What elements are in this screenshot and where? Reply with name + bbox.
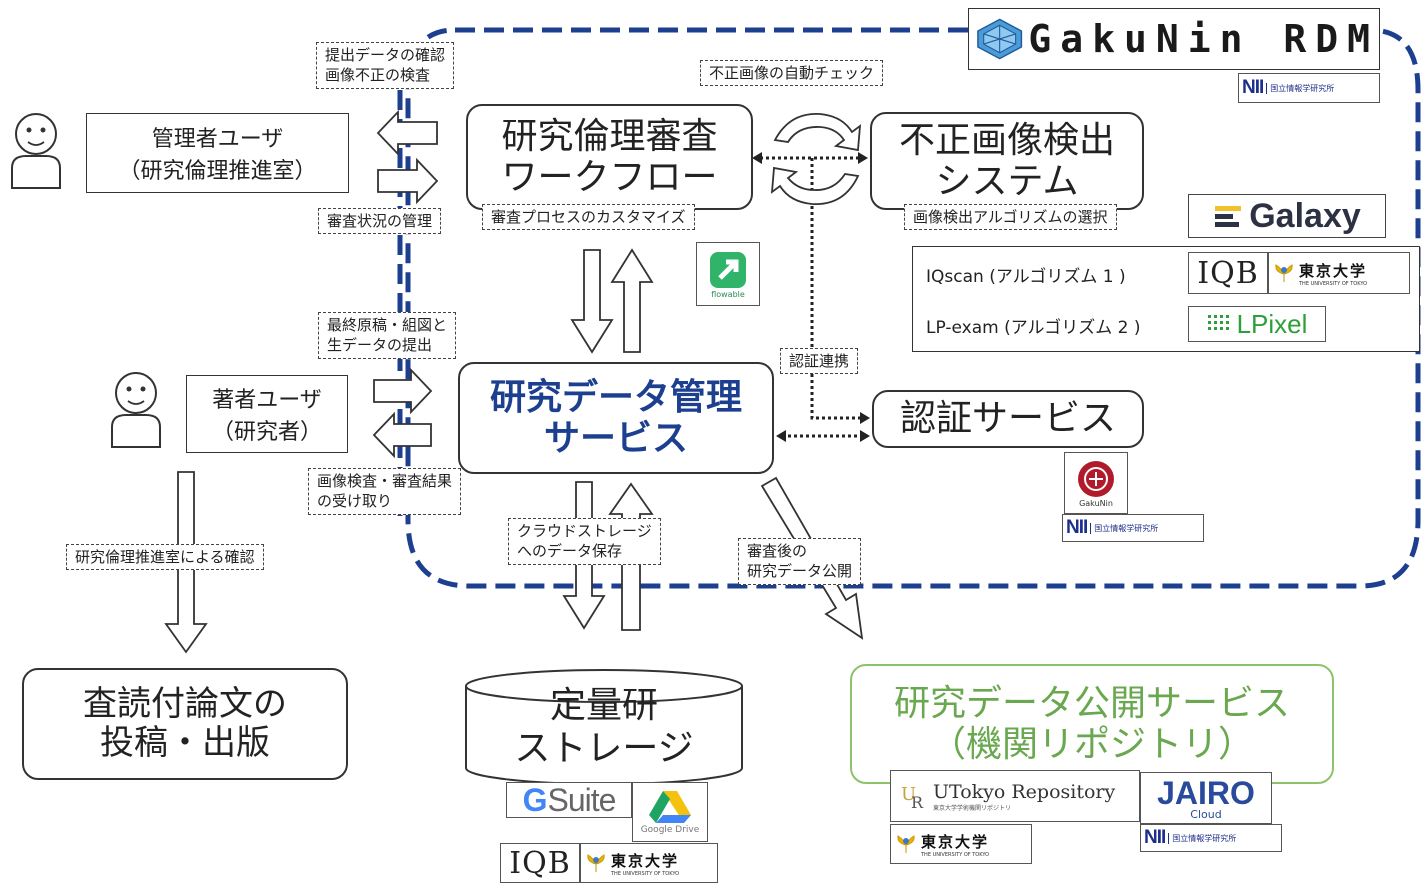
- gakunin-seal-logo: GakuNin: [1064, 452, 1128, 514]
- utokyo-repository-logo: U R UTokyo Repository 東京大学学術機関リポジトリ: [890, 770, 1140, 822]
- hexagon-icon: [977, 18, 1023, 60]
- google-drive-icon: [649, 791, 691, 823]
- flowable-icon: [710, 251, 746, 288]
- author-user-label: 著者ユーザ （研究者）: [186, 375, 348, 453]
- gakunin-seal-icon: [1078, 460, 1114, 497]
- gingko-icon: [897, 835, 915, 853]
- paper-node: 査読付論文の 投稿・出版: [22, 668, 348, 780]
- iqb-logo: IQB: [1188, 252, 1268, 294]
- label-customize: 審査プロセスのカスタマイズ: [482, 204, 695, 231]
- algorithm-2-label: LP-exam (アルゴリズム 2 ): [926, 318, 1141, 338]
- repository-node: 研究データ公開サービス （機関リポジトリ）: [850, 664, 1334, 784]
- rdm-logo-text: GakuNin RDM: [1028, 17, 1379, 61]
- person-icon: [111, 372, 161, 448]
- workflow-node: 研究倫理審査 ワークフロー: [466, 104, 753, 210]
- gingko-icon: [1275, 264, 1293, 282]
- jairo-cloud-logo: JAIRO Cloud: [1140, 772, 1272, 824]
- arrow-up-workflow: [610, 248, 654, 353]
- gakunin-rdm-logo: GakuNin RDM: [968, 8, 1380, 70]
- algorithm-1-label: IQscan (アルゴリズム 1 ): [926, 267, 1126, 287]
- rdm-boundary: [405, 27, 1421, 589]
- galaxy-icon: [1215, 206, 1242, 227]
- iqb-logo: IQB: [500, 843, 580, 883]
- label-cloud-save: クラウドストレージ へのデータ保存: [508, 518, 661, 565]
- label-ethics-confirm: 研究倫理推進室による確認: [66, 544, 264, 571]
- storage-cylinder: [465, 669, 743, 785]
- label-check-submission: 提出データの確認 画像不正の検査: [316, 42, 455, 89]
- gingko-icon: [587, 854, 605, 872]
- storage-node-label: 定量研 ストレージ: [514, 685, 694, 770]
- svg-text:R: R: [911, 793, 924, 812]
- admin-user-label: 管理者ユーザ （研究倫理推進室）: [86, 113, 349, 193]
- label-receive-results: 画像検査・審査結果 の受け取り: [308, 468, 462, 515]
- flowable-logo: flowable: [696, 242, 760, 306]
- detection-system-node: 不正画像検出 システム: [870, 112, 1144, 210]
- svg-text:U: U: [901, 784, 916, 805]
- dotted-to-auth: [810, 158, 862, 420]
- label-publish-after: 審査後の 研究データ公開: [738, 538, 862, 585]
- label-final-submit: 最終原稿・組図と 生データの提出: [318, 312, 457, 359]
- gsuite-logo: G Suite: [506, 782, 632, 818]
- arrow-right-admin: [377, 157, 439, 205]
- cycle-icon: [770, 113, 862, 205]
- label-auto-check: 不正画像の自動チェック: [700, 60, 884, 87]
- google-drive-logo: Google Drive: [632, 782, 708, 842]
- label-review-status: 審査状況の管理: [318, 208, 442, 235]
- galaxy-logo: Galaxy: [1188, 194, 1386, 238]
- arrow-left-admin: [376, 109, 438, 157]
- arrow-down-workflow: [570, 249, 614, 354]
- lpixel-grid-icon: [1207, 315, 1229, 330]
- arrow-left-author: [372, 411, 432, 459]
- rdm-service-node: 研究データ管理 サービス: [458, 362, 774, 474]
- label-algo-select: 画像検出アルゴリズムの選択: [904, 204, 1117, 231]
- lpixel-logo: LPixel: [1188, 306, 1326, 342]
- person-icon: [11, 113, 61, 189]
- ur-icon: U R: [901, 784, 924, 812]
- label-auth-link: 認証連携: [780, 348, 859, 375]
- arrow-right-author: [373, 367, 433, 415]
- auth-service-node: 認証サービス: [872, 390, 1144, 448]
